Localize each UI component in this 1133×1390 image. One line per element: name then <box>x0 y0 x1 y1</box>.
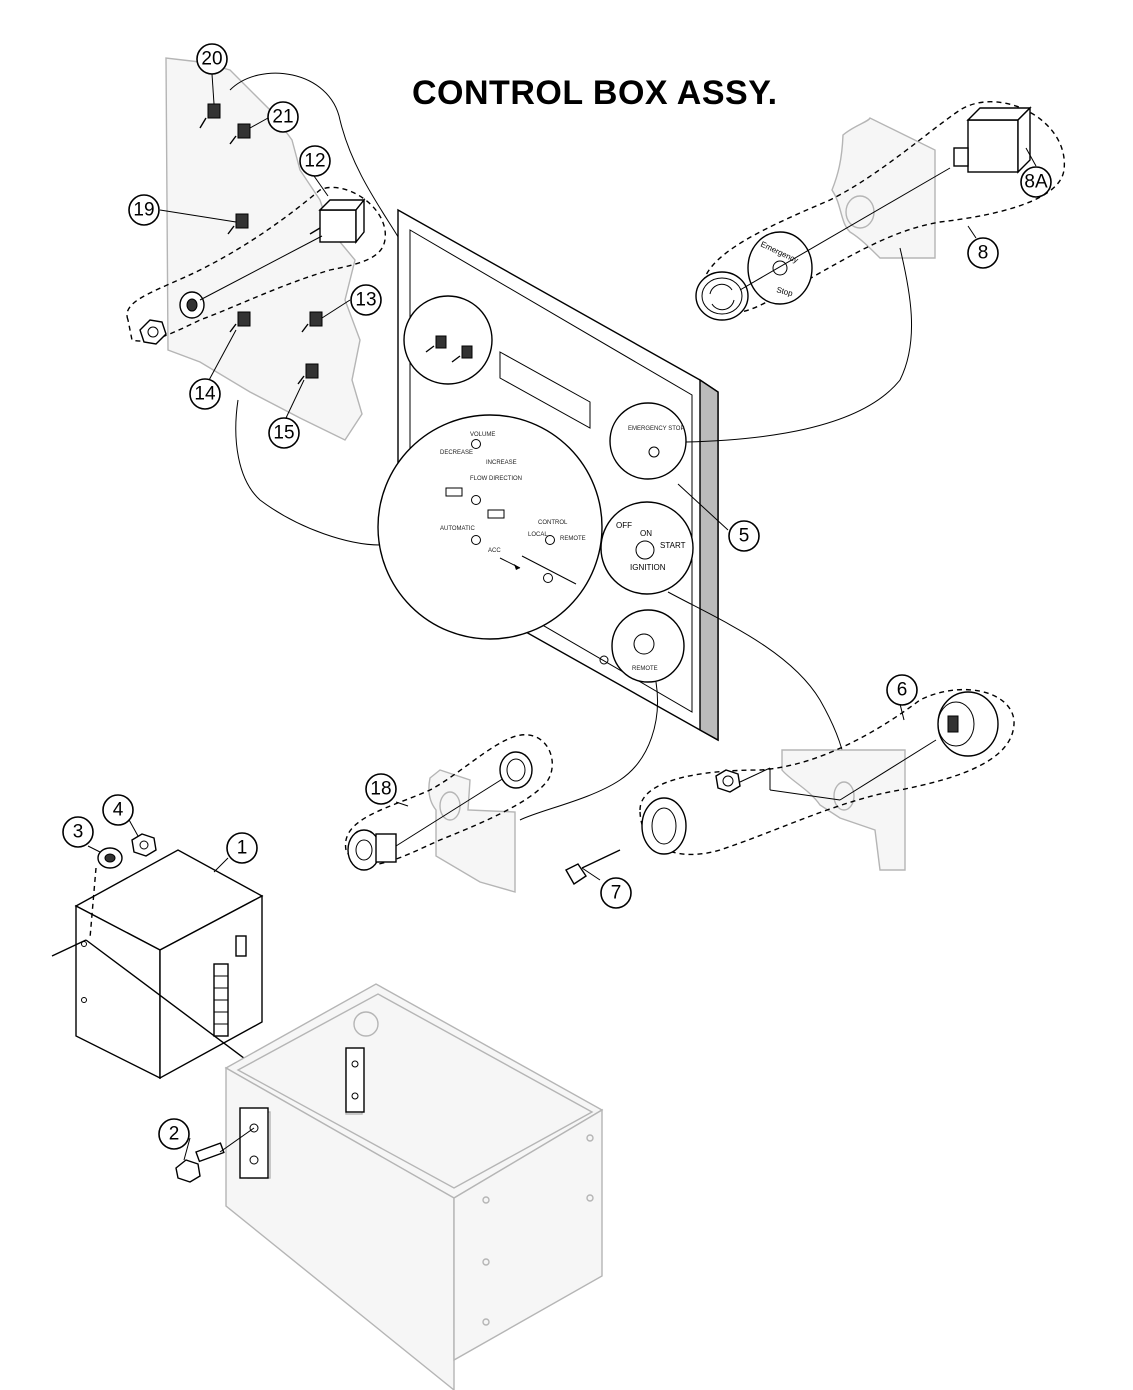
callout-21: 21 <box>267 101 299 133</box>
callout-8: 8 <box>967 237 999 269</box>
toggle-switch-15 <box>297 363 319 385</box>
volume-indicator <box>471 439 481 449</box>
nut-4 <box>131 833 157 857</box>
switch-block-12 <box>309 198 366 244</box>
ignition-nut <box>715 769 741 793</box>
control-legend-circle: VOLUME DECREASE INCREASE FLOW DIRECTION … <box>377 414 603 640</box>
svg-text:7: 7 <box>611 883 622 904</box>
remote-connector-detail <box>344 734 553 893</box>
control-label: CONTROL <box>538 520 568 526</box>
svg-text:19: 19 <box>133 200 154 221</box>
callout-1: 1 <box>226 832 258 864</box>
callout-6: 6 <box>886 674 918 706</box>
ignition-label: IGNITION <box>630 563 666 572</box>
svg-text:14: 14 <box>194 384 216 405</box>
leader-ignition <box>667 591 847 771</box>
switch-detail-circle <box>403 295 493 385</box>
ignition-keyhole <box>635 540 655 560</box>
remote-port-circle: REMOTE <box>611 609 685 683</box>
callout-12: 12 <box>299 145 331 177</box>
ignition-on-label: ON <box>640 529 652 538</box>
svg-text:5: 5 <box>739 526 750 547</box>
diagram-title: CONTROL BOX ASSY. <box>412 74 778 112</box>
local-label: LOCAL <box>528 532 548 538</box>
svg-text:8: 8 <box>978 243 989 264</box>
svg-text:2: 2 <box>169 1124 180 1145</box>
emergency-stop-bezel: Emergency Stop <box>747 231 813 305</box>
washer-19 <box>179 291 205 319</box>
emergency-stop-detail: Emergency Stop <box>695 101 1065 321</box>
callout-5: 5 <box>728 520 760 552</box>
increase-label: INCREASE <box>486 460 517 466</box>
aux-indicator <box>543 573 553 583</box>
remote-connector-body <box>347 829 397 871</box>
ignition-bezel <box>641 797 687 855</box>
ignition-circle: OFF ON START IGNITION <box>600 501 694 595</box>
svg-text:8A: 8A <box>1024 172 1048 193</box>
emergency-stop-label: EMERGENCY STOP <box>628 426 684 432</box>
callout-20: 20 <box>196 43 228 75</box>
stop-text: Stop <box>775 285 794 298</box>
hardware-leader <box>89 867 97 939</box>
callout-4: 4 <box>102 794 134 826</box>
svg-text:21: 21 <box>272 107 293 128</box>
toggle-switch-19 <box>227 213 249 235</box>
leader-emergency-stop <box>685 247 913 443</box>
svg-text:4: 4 <box>113 800 124 821</box>
callout-14: 14 <box>189 378 221 410</box>
bracket-plate <box>239 1047 365 1179</box>
svg-text:18: 18 <box>370 779 391 800</box>
mode-indicator <box>471 535 481 545</box>
ignition-off-label: OFF <box>616 521 632 530</box>
acc-label: ACC <box>488 548 501 554</box>
remote-lock-nut <box>499 751 533 789</box>
svg-text:13: 13 <box>355 290 376 311</box>
enclosure-box <box>74 849 264 1080</box>
callout-19: 19 <box>128 194 160 226</box>
control-indicator <box>545 535 555 545</box>
emergency-stop-circle: EMERGENCY STOP <box>609 402 687 480</box>
leader-panel-detail-b <box>235 399 381 546</box>
ignition-key <box>565 849 621 885</box>
volume-label: VOLUME <box>470 432 495 438</box>
svg-text:20: 20 <box>201 49 222 70</box>
callout-7: 7 <box>600 877 632 909</box>
leader-remote-port <box>519 681 658 821</box>
callout-3: 3 <box>62 816 94 848</box>
mounting-frame <box>224 983 604 1390</box>
washer-3 <box>97 847 123 869</box>
svg-text:15: 15 <box>273 423 294 444</box>
ignition-start-label: START <box>660 541 686 550</box>
automatic-label: AUTOMATIC <box>440 526 475 532</box>
callout-2: 2 <box>158 1118 190 1150</box>
callout-leaders <box>87 73 1037 1161</box>
remote-port-label: REMOTE <box>632 666 658 672</box>
svg-text:3: 3 <box>73 822 84 843</box>
svg-text:12: 12 <box>304 151 325 172</box>
contact-block-8a <box>953 106 1032 174</box>
decrease-label: DECREASE <box>440 450 473 456</box>
svg-text:6: 6 <box>897 680 908 701</box>
flow-reverse-switch <box>487 509 505 519</box>
toggle-switch-21 <box>229 123 251 145</box>
callout-15: 15 <box>268 417 300 449</box>
emergency-stop-button <box>695 271 749 321</box>
callout-8a: 8A <box>1020 166 1052 198</box>
flow-direction-indicator <box>471 495 481 505</box>
callout-13: 13 <box>350 284 382 316</box>
ignition-switch-detail <box>565 688 1015 885</box>
toggle-switch-13 <box>301 311 323 333</box>
flow-forward-switch <box>445 487 463 497</box>
nut-19 <box>139 319 167 345</box>
toggle-switch-14 <box>229 311 251 333</box>
bolt-2 <box>175 1142 225 1183</box>
remote-mode-label: REMOTE <box>560 536 586 542</box>
flow-direction-label: FLOW DIRECTION <box>470 476 522 482</box>
ignition-switch-body <box>937 691 999 757</box>
switch-panel-detail <box>126 57 386 441</box>
svg-text:1: 1 <box>237 838 248 859</box>
callout-18: 18 <box>365 773 397 805</box>
